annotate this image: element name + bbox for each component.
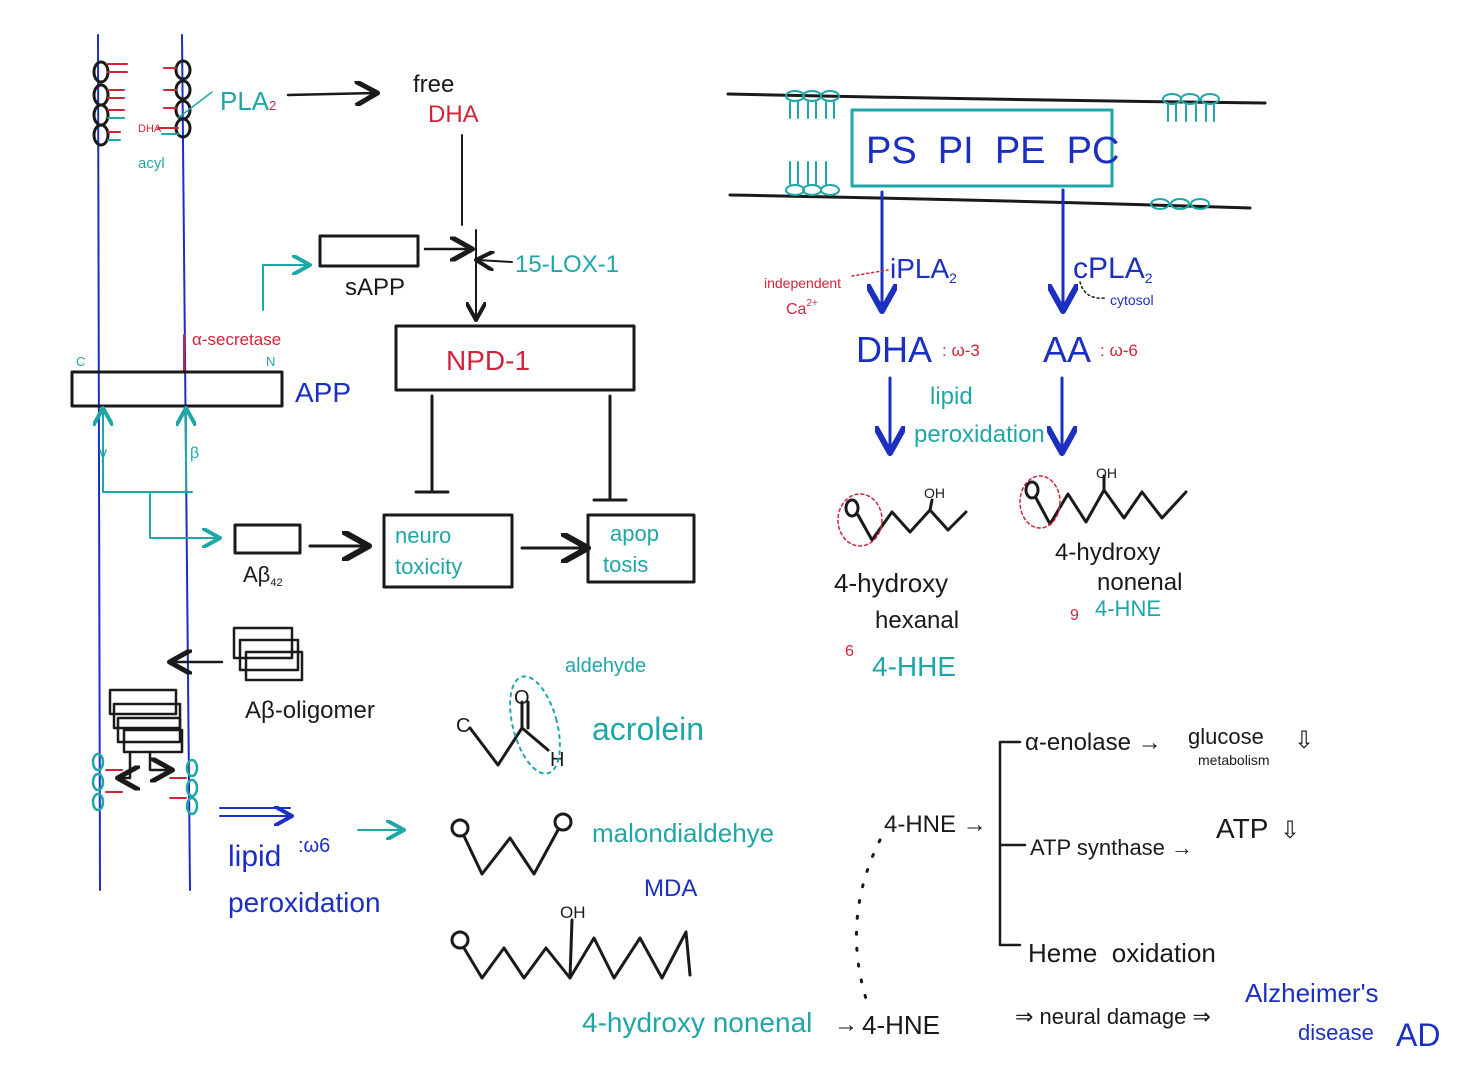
hne-carbon-number: 9 [1070, 607, 1079, 624]
app-label: APP [295, 377, 351, 408]
neurotoxicity-label-1: neuro [395, 523, 451, 548]
alzheimers-label: Alzheimer's [1245, 978, 1379, 1008]
dha-label: DHA [856, 329, 932, 370]
oh-label: OH [924, 485, 945, 501]
abeta-oligomer-label: Aβ-oligomer [245, 697, 375, 724]
abeta42-label: Aβ42 [243, 562, 283, 589]
phospholipid-labels: PS PI PE PC [866, 130, 1119, 172]
lipid-label: lipid [228, 840, 281, 873]
lipid-peroxidation-label-2: peroxidation [914, 421, 1045, 448]
neurotoxicity-label-2: toxicity [395, 554, 462, 579]
heme-oxidation-label: Heme oxidation [1028, 938, 1216, 968]
malondialdehyde-label: malondialdehye [592, 818, 774, 848]
acrolein-label: acrolein [592, 711, 704, 747]
atom-c: C [456, 715, 470, 737]
sapp-label: sAPP [345, 274, 405, 301]
npd1-box [394, 324, 636, 392]
hhe-carbon-number: 6 [845, 643, 854, 660]
atom-o: O [514, 687, 530, 709]
free-label: free [413, 71, 454, 98]
cytosol-label: cytosol [1110, 292, 1154, 308]
peroxidation-label: peroxidation [228, 887, 381, 918]
aa-omega-label: : ω-6 [1100, 341, 1138, 360]
lipid-peroxidation-label-1: lipid [930, 383, 973, 410]
dha-tail-label: DHA [138, 123, 162, 135]
decrease-icon: ⇩ [1294, 727, 1314, 754]
sapp-box [318, 234, 420, 268]
inhibition-lines [414, 394, 628, 502]
neurotoxicity-box [382, 513, 514, 589]
hhe-structure [837, 493, 968, 547]
hne-source-label: 4-HNE → [884, 811, 987, 838]
aldehyde-label: aldehyde [565, 655, 646, 677]
acyl-label: acyl [138, 155, 165, 172]
hhe-name-1: 4-hydroxy [834, 568, 948, 598]
oh-label: OH [1096, 465, 1117, 481]
beta-secretase-label: β [190, 445, 199, 462]
mda-label: MDA [644, 875, 697, 902]
disease-label: disease [1298, 1020, 1374, 1045]
metabolism-label: metabolism [1198, 752, 1270, 768]
hne-name-1: 4-hydroxy [1055, 539, 1160, 566]
arrow: → [834, 1011, 858, 1038]
hne-structure [1019, 474, 1188, 529]
apoptosis-label-1: apop [610, 521, 659, 546]
ad-label: AD [1396, 1017, 1440, 1053]
alpha-secretase-label: α-secretase [192, 330, 281, 349]
hydroxynonenal-structure [450, 918, 692, 980]
atp-synthase-label: ATP synthase → [1030, 835, 1193, 860]
n-terminus-label: N [266, 354, 275, 369]
c-terminus-label: C [76, 354, 85, 369]
malondialdehyde-structure [450, 812, 573, 876]
phospholipid-heads-left [92, 59, 192, 147]
pla2-label: PLA2 [220, 86, 276, 116]
enolase-label: α-enolase → [1025, 729, 1162, 756]
hhe-abbr: 4-HHE [872, 651, 956, 682]
npd1-label: NPD-1 [446, 345, 530, 376]
atp-label: ATP [1216, 813, 1268, 844]
15-lox-1-label: 15-LOX-1 [515, 251, 619, 278]
oh-label: OH [560, 903, 586, 922]
cpla2-label: cPLA2 [1073, 252, 1153, 286]
dha-omega-label: : ω-3 [942, 341, 980, 360]
neural-damage-label: ⇒ neural damage ⇒ [1015, 1004, 1211, 1029]
apoptosis-label-2: tosis [603, 552, 648, 577]
phospholipid-box [850, 108, 1114, 188]
gamma-secretase-label: γ [99, 445, 107, 462]
neuron-membrane [92, 34, 213, 891]
acrolein-structure [468, 700, 550, 767]
glucose-label: glucose [1188, 724, 1264, 749]
decrease-icon: ⇩ [1280, 817, 1300, 844]
apoptosis-box [586, 513, 696, 584]
hne-name-2: nonenal [1097, 569, 1182, 596]
membrane-bilayer [726, 90, 1267, 210]
hne-abbr: 4-HNE [1095, 596, 1161, 621]
aa-label: AA [1043, 329, 1091, 370]
hhe-name-2: hexanal [875, 607, 959, 634]
free-dha-label: DHA [428, 101, 479, 128]
abeta-box [233, 523, 302, 555]
app-protein [70, 370, 284, 408]
omega6-label: :ω6 [298, 835, 330, 857]
ipla2-label: iPLA2 [890, 253, 957, 286]
calcium-label: Ca2+ [786, 298, 818, 318]
hne-name: 4-hydroxy nonenal [582, 1007, 812, 1038]
oligomer-stack [108, 626, 304, 778]
independent-label: independent [764, 275, 841, 291]
hne-abbr: 4-HNE [862, 1010, 940, 1040]
